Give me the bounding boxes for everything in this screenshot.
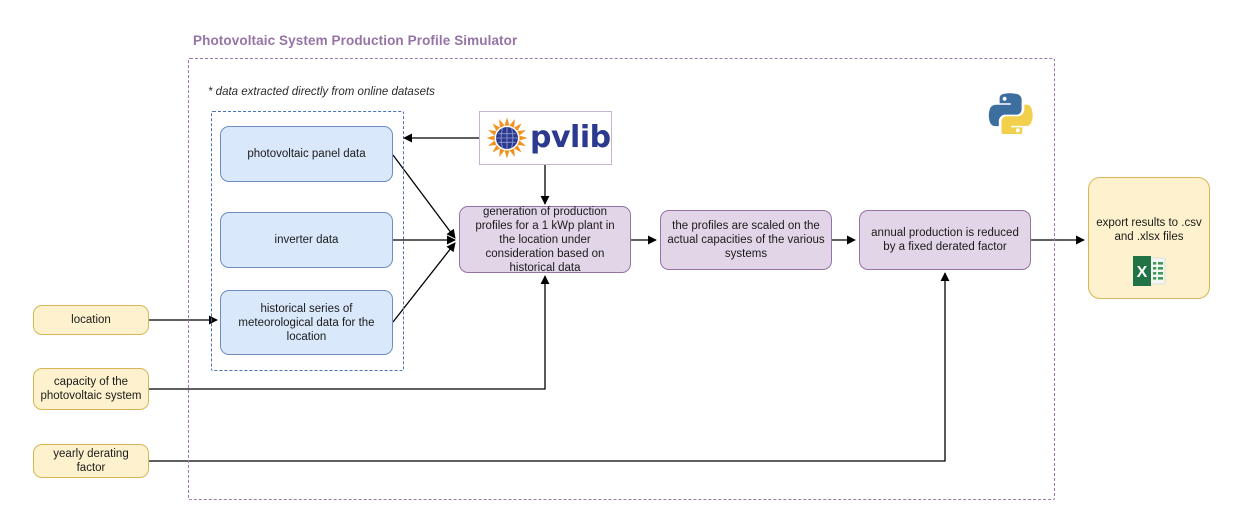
simulator-container: [188, 58, 1055, 500]
node-input-location[interactable]: location: [33, 305, 149, 335]
node-export-results[interactable]: export results to .csv and .xlsx files X: [1088, 177, 1210, 299]
excel-icon: X: [1132, 244, 1166, 286]
datasets-note: * data extracted directly from online da…: [208, 86, 435, 98]
node-photovoltaic-panel-data[interactable]: photovoltaic panel data: [220, 126, 393, 182]
pvlib-wordmark: pvlib: [530, 120, 611, 155]
python-logo-icon: [988, 93, 1033, 134]
node-profile-generation[interactable]: generation of production profiles for a …: [459, 206, 631, 274]
node-input-derating-factor[interactable]: yearly derating factor: [33, 444, 149, 478]
page-title: Photovoltaic System Production Profile S…: [193, 33, 518, 48]
node-meteorological-data[interactable]: historical series of meteorological data…: [220, 290, 393, 355]
online-datasets-group: [211, 111, 404, 371]
pvlib-sun-icon: [486, 117, 528, 159]
pvlib-logo: pvlib: [479, 111, 612, 165]
node-input-capacity[interactable]: capacity of the photovoltaic system: [33, 368, 149, 410]
node-inverter-data[interactable]: inverter data: [220, 212, 393, 268]
export-label: export results to .csv and .xlsx files: [1096, 217, 1202, 243]
node-annual-production-derated[interactable]: annual production is reduced by a fixed …: [859, 210, 1031, 270]
node-profiles-scaled[interactable]: the profiles are scaled on the actual ca…: [660, 210, 832, 270]
svg-text:X: X: [1137, 264, 1148, 281]
